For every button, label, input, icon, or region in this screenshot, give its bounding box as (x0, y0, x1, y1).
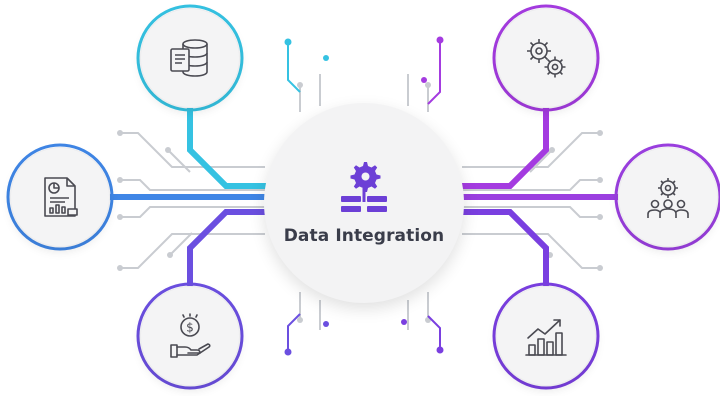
top-purple-trace (427, 40, 441, 105)
node-bottom-right (496, 286, 596, 386)
team-gear-icon (647, 178, 689, 218)
rim-top-left (136, 4, 244, 112)
bottom-violet-trace (287, 313, 301, 352)
rim-mid-right (614, 143, 720, 251)
node-mid-left (10, 147, 110, 247)
node-bottom-left: $ (140, 286, 240, 386)
database-document-icon (170, 39, 208, 77)
top-cyan-trace (287, 42, 301, 93)
rim-top-right (492, 4, 600, 112)
connector-bottom-left (187, 209, 273, 288)
rim-bottom-left (136, 282, 244, 390)
growth-chart-icon (525, 319, 567, 356)
right-gray-dots (547, 130, 603, 271)
svg-text:$: $ (186, 321, 194, 335)
vertical-gray-traces (299, 74, 429, 330)
bottom-purple-trace (427, 315, 441, 350)
right-gray-traces (462, 132, 600, 269)
rim-mid-left (6, 143, 114, 251)
trace-end-dots (284, 36, 444, 356)
connector-top-right (457, 105, 549, 189)
report-document-icon (44, 177, 78, 217)
connector-bottom-right (457, 209, 549, 288)
gears-icon (527, 39, 566, 78)
left-gray-traces (120, 132, 265, 269)
left-gray-dots (117, 130, 173, 271)
hub-title: Data Integration (283, 226, 445, 246)
data-integration-icon (341, 162, 387, 212)
rim-bottom-right (492, 282, 600, 390)
node-top-right (496, 8, 596, 108)
central-hub: Data Integration (264, 103, 464, 303)
dollar-hand-icon: $ (170, 313, 211, 358)
node-top-left (140, 8, 240, 108)
node-mid-right (618, 147, 718, 247)
connector-top-left (187, 105, 273, 189)
